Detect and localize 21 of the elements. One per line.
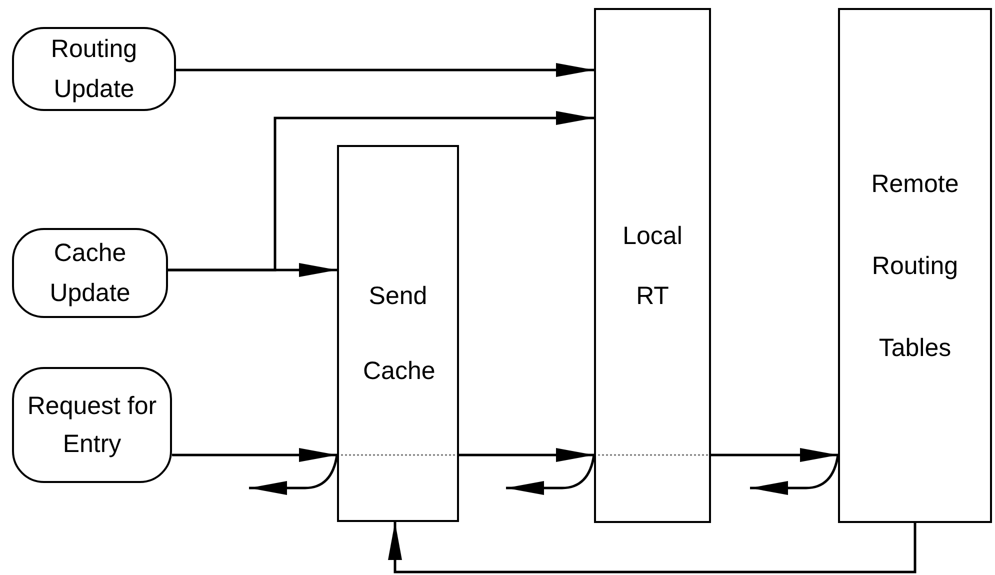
node-label: Request for Entry [27, 391, 157, 460]
rounded-box [12, 228, 168, 318]
rounded-box [12, 27, 176, 111]
arrow [172, 448, 337, 462]
arrow [176, 63, 594, 77]
rounded-box [12, 367, 172, 483]
arrow [388, 522, 916, 574]
curved-arrow [249, 454, 338, 495]
process-box [594, 8, 711, 523]
node-label: Routing Update [50, 34, 138, 105]
node-label: Cache Update [48, 238, 132, 309]
curved-arrow [506, 454, 596, 495]
node-label: Remote Routing Tables [870, 168, 960, 364]
arrow [711, 448, 838, 462]
arrow [459, 448, 594, 462]
curved-arrow [750, 454, 840, 495]
node-label: Local RT [622, 220, 684, 312]
node-label: Send Cache [363, 280, 433, 386]
process-box [838, 8, 992, 523]
process-box [337, 145, 459, 522]
arrow [168, 111, 594, 272]
